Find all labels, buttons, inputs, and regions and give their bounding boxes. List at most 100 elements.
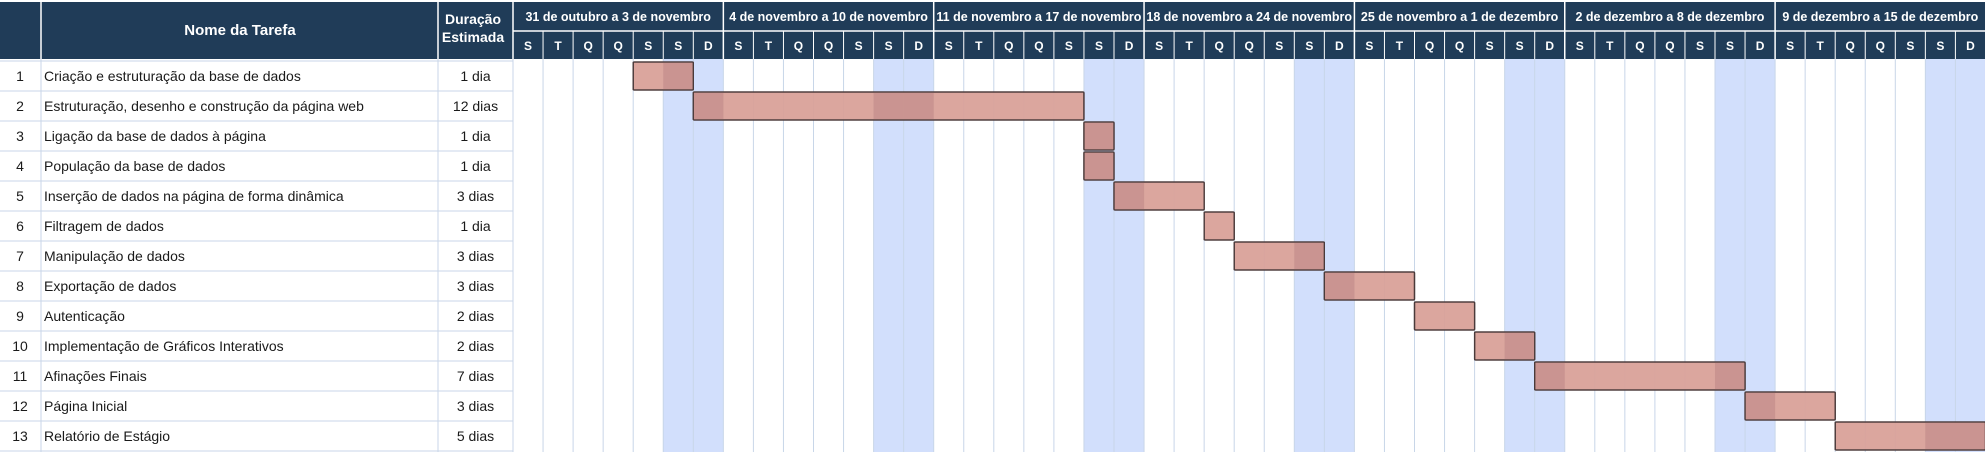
task-duration: 3 dias	[457, 398, 494, 414]
task-duration: 1 dia	[460, 218, 491, 234]
week-label: 25 de novembro a 1 de dezembro	[1361, 10, 1559, 24]
task-duration: 12 dias	[453, 98, 498, 114]
task-id: 7	[16, 248, 24, 264]
task-bar	[1413, 301, 1476, 331]
header-layer: Nome da Tarefa Duração Estimada 31 de ou…	[184, 10, 1978, 53]
day-letter: D	[1545, 39, 1554, 53]
day-letter: S	[885, 39, 893, 53]
task-name: Afinações Finais	[44, 368, 147, 384]
task-duration: 3 dias	[457, 278, 494, 294]
day-letter: Q	[1245, 39, 1254, 53]
task-name: Filtragem de dados	[44, 218, 164, 234]
week-label: 4 de novembro a 10 de novembro	[729, 10, 928, 24]
task-bar-weekend-overlay	[1955, 422, 1985, 450]
task-bar-outline	[1473, 331, 1536, 361]
day-letter: Q	[794, 39, 803, 53]
task-bar-outline	[1323, 271, 1416, 301]
task-bar-weekend-overlay	[663, 62, 694, 90]
day-letter: S	[1576, 39, 1584, 53]
day-letter: D	[704, 39, 713, 53]
day-letter: S	[1486, 39, 1494, 53]
task-duration: 7 dias	[457, 368, 494, 384]
week-label: 9 de dezembro a 15 de dezembro	[1782, 10, 1978, 24]
task-name: Implementação de Gráficos Interativos	[44, 338, 284, 354]
weekend-shade	[1083, 59, 1114, 452]
task-bar-outline	[632, 61, 694, 91]
weekend-shade	[663, 59, 694, 452]
day-letter: D	[1335, 39, 1344, 53]
day-letter: Q	[1876, 39, 1885, 53]
task-bar-outline	[1233, 241, 1325, 271]
day-letter: Q	[583, 39, 592, 53]
task-id: 11	[13, 368, 28, 384]
day-letter: Q	[1215, 39, 1224, 53]
weekend-shade	[1324, 59, 1355, 452]
day-letter: Q	[1846, 39, 1855, 53]
weekend-shade	[1955, 59, 1985, 452]
task-bar-weekend-overlay	[1925, 422, 1956, 450]
task-bar-weekend-overlay	[873, 92, 904, 120]
day-letter: S	[524, 39, 532, 53]
task-bar-outline	[1534, 361, 1746, 391]
day-letter: T	[554, 39, 562, 53]
task-name: Manipulação de dados	[44, 248, 185, 264]
bars-layer	[632, 61, 1985, 451]
task-id: 6	[16, 218, 24, 234]
header-duration-line2: Estimada	[442, 29, 504, 45]
day-letter: S	[644, 39, 652, 53]
task-bar-outline	[1083, 121, 1115, 151]
day-letter: Q	[1455, 39, 1464, 53]
task-name: Relatório de Estágio	[44, 428, 170, 444]
weekend-shade	[1114, 59, 1145, 452]
day-letter: T	[1185, 39, 1193, 53]
task-duration: 3 dias	[457, 188, 494, 204]
weekend-shade	[903, 59, 934, 452]
task-id: 2	[16, 98, 24, 114]
day-letter: D	[1125, 39, 1134, 53]
day-letter: T	[975, 39, 983, 53]
day-letter: Q	[614, 39, 623, 53]
task-id: 5	[16, 188, 24, 204]
day-letter: S	[1906, 39, 1914, 53]
weekend-shade	[873, 59, 904, 452]
task-bar-outline	[1744, 391, 1836, 421]
day-letter: T	[1396, 39, 1404, 53]
week-label: 18 de novembro a 24 de novembro	[1146, 10, 1352, 24]
task-id: 3	[16, 128, 24, 144]
weekend-shade	[693, 59, 724, 452]
task-bar-outline	[1834, 421, 1985, 451]
task-bar-outline	[1203, 211, 1235, 241]
task-bar-weekend-overlay	[1324, 272, 1355, 300]
day-letter: Q	[1034, 39, 1043, 53]
task-name: Estruturação, desenho e construção da pá…	[44, 98, 364, 114]
task-bar-outline	[1083, 151, 1115, 181]
task-id: 10	[12, 338, 28, 354]
week-label: 2 de dezembro a 8 de dezembro	[1575, 10, 1764, 24]
task-duration: 2 dias	[457, 338, 494, 354]
weekend-shade	[1745, 59, 1776, 452]
day-letter: S	[945, 39, 953, 53]
week-label: 11 de novembro a 17 de novembro	[936, 10, 1141, 24]
day-letter: S	[1065, 39, 1073, 53]
task-duration: 3 dias	[457, 248, 494, 264]
header-duration-line1: Duração	[445, 11, 501, 27]
task-id: 13	[12, 428, 28, 444]
day-letter: D	[1966, 39, 1975, 53]
task-duration: 1 dia	[460, 128, 491, 144]
task-bar-weekend-overlay	[693, 92, 724, 120]
task-bar-outline	[1113, 181, 1205, 211]
task-duration: 1 dia	[460, 68, 491, 84]
header-task-name: Nome da Tarefa	[184, 22, 296, 39]
task-duration: 2 dias	[457, 308, 494, 324]
day-letter: S	[1726, 39, 1734, 53]
day-letter: T	[765, 39, 773, 53]
task-bar	[1203, 211, 1235, 241]
task-name: População da base de dados	[44, 158, 225, 174]
day-letter: Q	[1425, 39, 1434, 53]
day-letter: Q	[824, 39, 833, 53]
day-letter: S	[1786, 39, 1794, 53]
day-letter: S	[1936, 39, 1944, 53]
task-bar	[1534, 361, 1746, 391]
day-letter: T	[1606, 39, 1614, 53]
